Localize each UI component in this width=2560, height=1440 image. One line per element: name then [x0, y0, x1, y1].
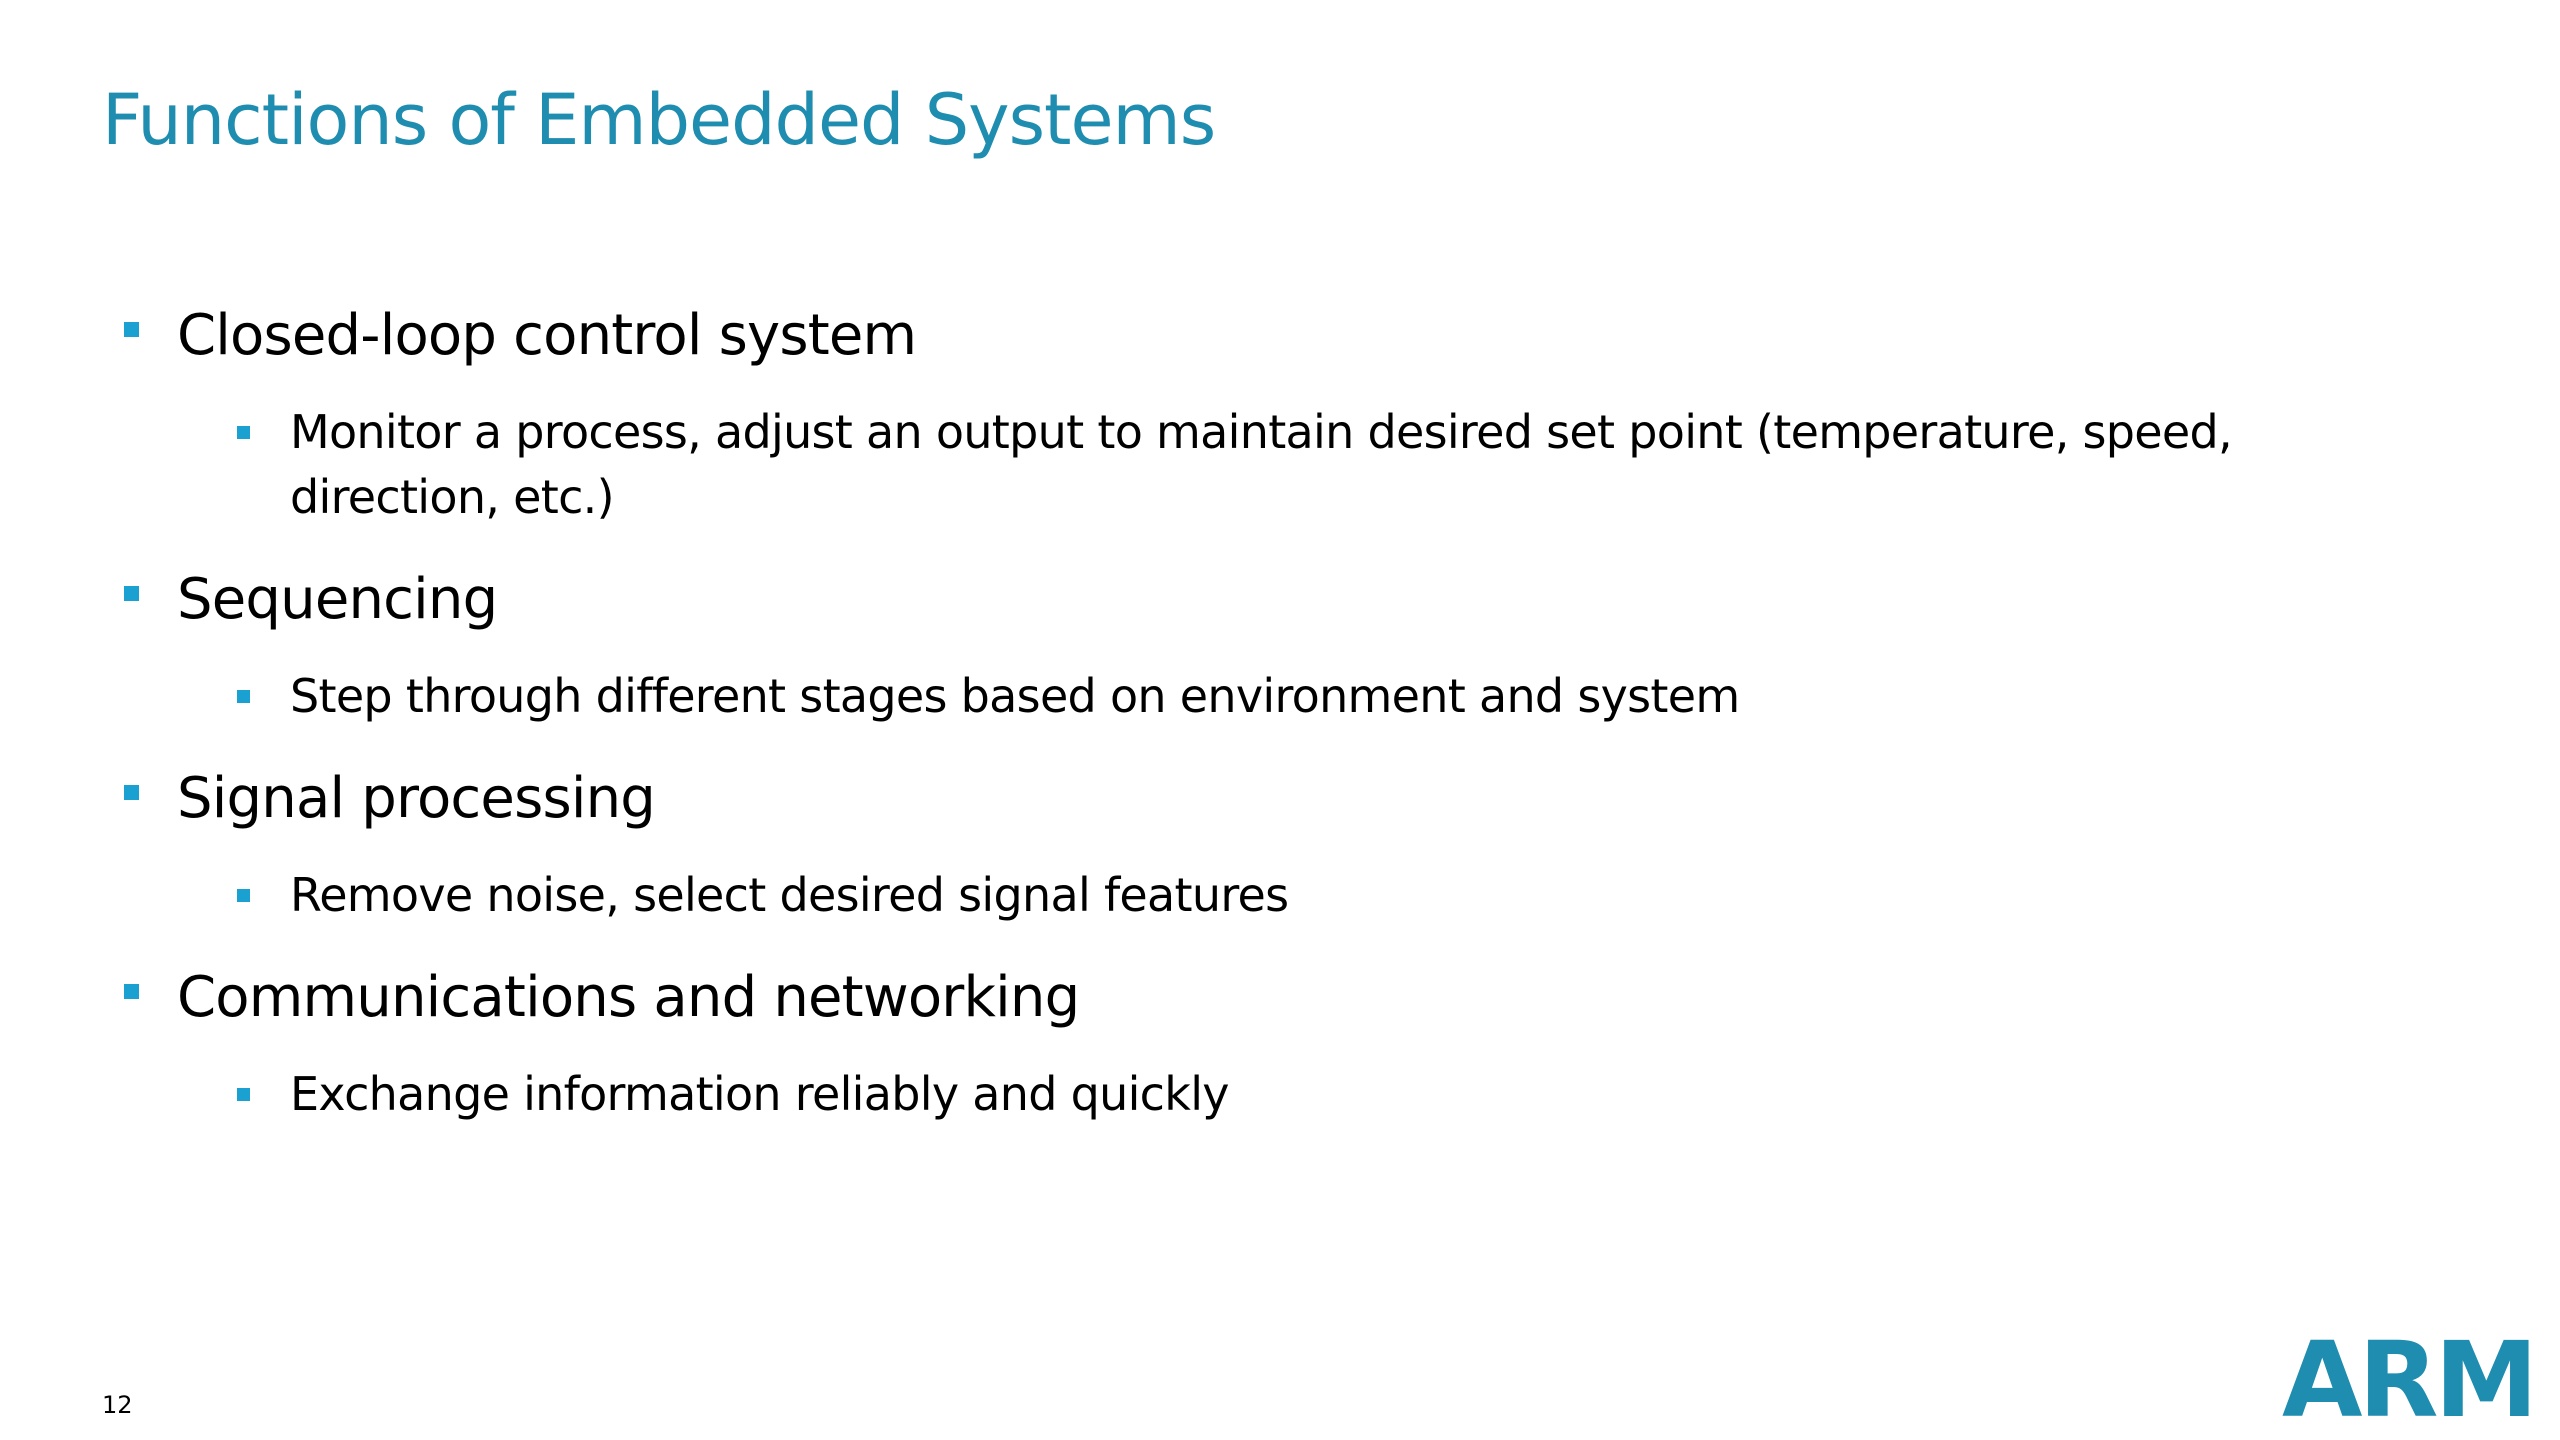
bullet-text: Closed-loop control system: [177, 303, 917, 368]
square-bullet-icon: [237, 426, 250, 439]
square-bullet-icon: [237, 1088, 250, 1101]
square-bullet-icon: [237, 690, 250, 703]
arm-logo: ARM: [2282, 1319, 2538, 1440]
bullet-item: Closed-loop control system: [0, 300, 2560, 372]
bullet-item: Sequencing: [0, 564, 2560, 636]
square-bullet-icon: [124, 322, 139, 337]
square-bullet-icon: [237, 889, 250, 902]
bullet-item: Communications and networking: [0, 962, 2560, 1034]
page-number: 12: [102, 1391, 133, 1419]
square-bullet-icon: [124, 586, 139, 601]
bullet-text: Signal processing: [177, 766, 656, 831]
square-bullet-icon: [124, 984, 139, 999]
bullet-list: Closed-loop control system Monitor a pro…: [0, 300, 2560, 1127]
sub-bullet-text: Remove noise, select desired signal feat…: [290, 868, 1289, 922]
sub-bullet-item: Exchange information reliably and quickl…: [0, 1062, 2560, 1127]
square-bullet-icon: [124, 785, 139, 800]
bullet-text: Communications and networking: [177, 965, 1080, 1030]
bullet-text: Sequencing: [177, 567, 498, 632]
bullet-item: Signal processing: [0, 763, 2560, 835]
slide-title: Functions of Embedded Systems: [102, 79, 1216, 161]
sub-bullet-item: Remove noise, select desired signal feat…: [0, 863, 2560, 928]
sub-bullet-text: Monitor a process, adjust an output to m…: [290, 405, 2233, 524]
sub-bullet-item: Step through different stages based on e…: [0, 664, 2560, 729]
sub-bullet-text: Exchange information reliably and quickl…: [290, 1067, 1230, 1121]
sub-bullet-item: Monitor a process, adjust an output to m…: [0, 400, 2560, 530]
sub-bullet-text: Step through different stages based on e…: [290, 669, 1740, 723]
